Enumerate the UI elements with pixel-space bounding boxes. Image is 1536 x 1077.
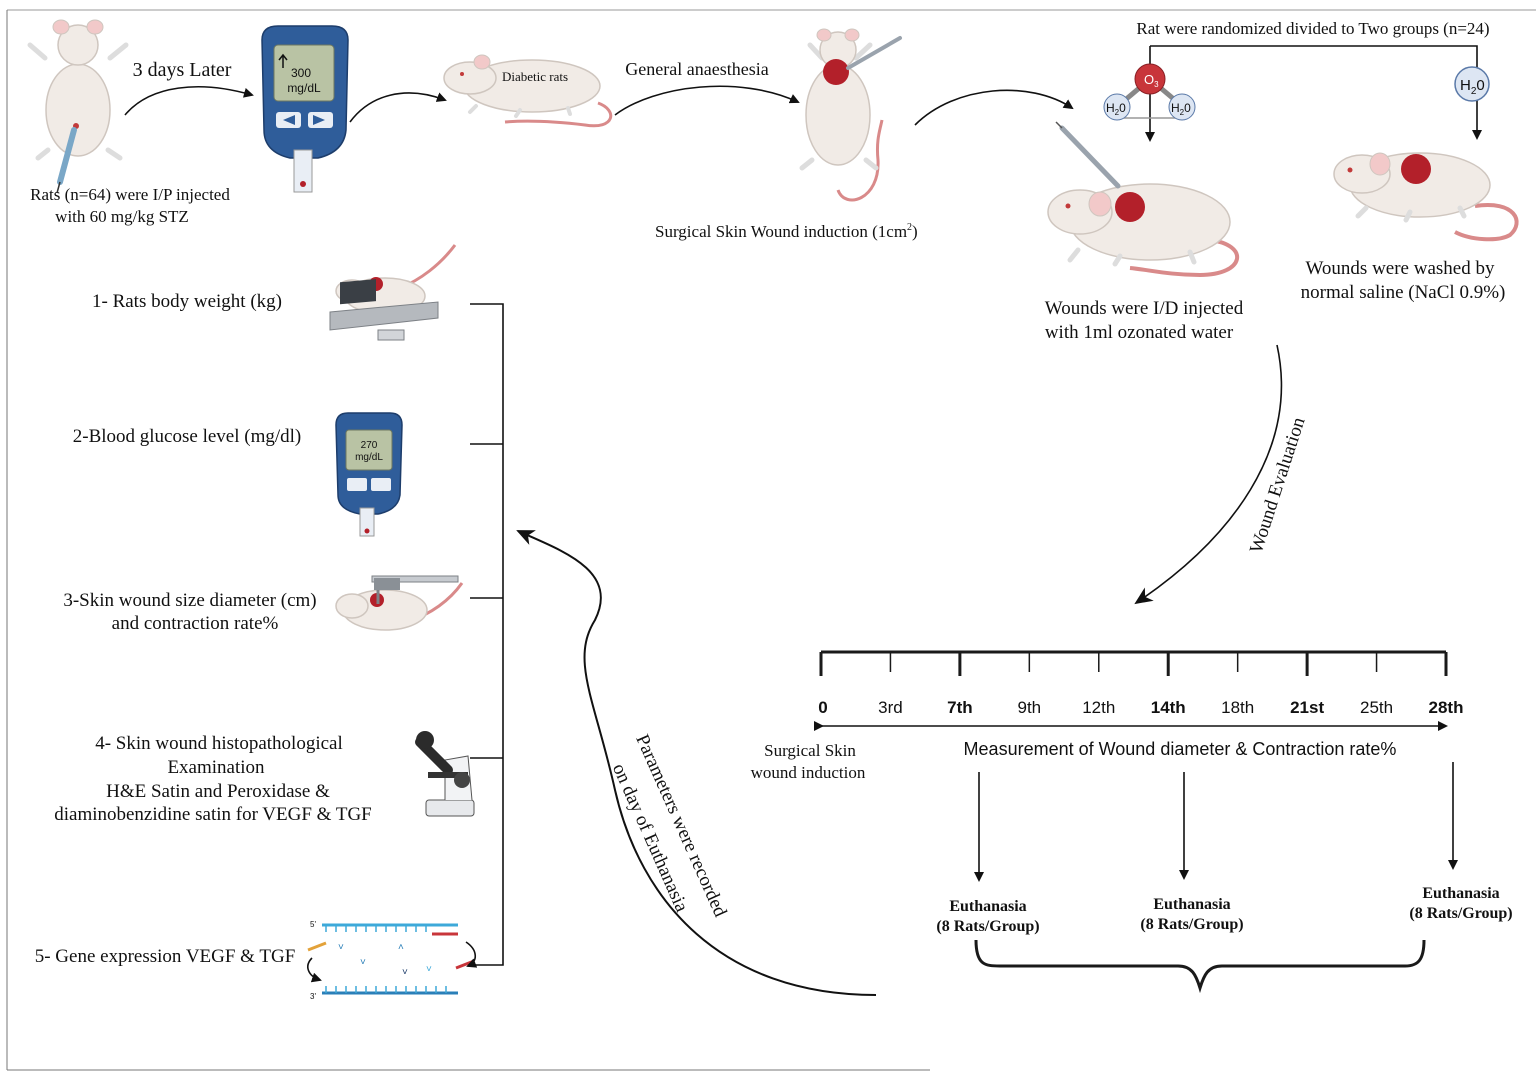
water-label-right-base: H: [1171, 101, 1180, 115]
euthanasia-group-3: (8 Rats/Group): [1409, 905, 1512, 922]
wound-induction-text: Surgical Skin Wound induction (1cm: [655, 222, 907, 241]
saline-caption-line-2: normal saline (NaCl 0.9%): [1301, 282, 1506, 303]
ozonated-caption-line-2: with 1ml ozonated water: [1045, 322, 1234, 343]
wound-evaluation-arrow: [1134, 344, 1283, 605]
svg-text:˄: ˄: [398, 942, 404, 953]
measurement-label: Measurement of Wound diameter & Contract…: [964, 739, 1397, 759]
water-label-saline-sub: 2: [1471, 86, 1477, 97]
diabetic-rats-label: Diabetic rats: [502, 69, 568, 84]
timeline-day-label: 3rd: [878, 698, 903, 717]
parameters-recorded-arrow: [516, 530, 877, 996]
timeline-day-label: 21st: [1290, 698, 1324, 717]
stz-injected-rat-illustration: [27, 19, 129, 194]
glucometer-small-unit: mg/dL: [355, 452, 383, 463]
euthanasia-brace: [974, 939, 1426, 994]
parameter-2-line-1: 2-Blood glucose level (mg/dl): [73, 426, 301, 447]
delay-label: 3 days Later: [133, 59, 232, 81]
water-label-left: H20: [1106, 101, 1126, 117]
timeline-start-label-line-2: wound induction: [751, 763, 866, 782]
water-label-left-sub: 2: [1115, 108, 1120, 117]
ozonated-caption-line-1: Wounds were I/D injected: [1045, 298, 1244, 319]
arrow-to-diabetic-rats: [349, 92, 447, 123]
ozonated-water-rat-illustration: [1047, 121, 1240, 278]
parameters-bracket: [470, 303, 504, 966]
water-label-right: H20: [1171, 101, 1191, 117]
ozone-label-base: O: [1144, 72, 1154, 87]
glucometer-small-icon: [335, 412, 403, 537]
svg-text:˅: ˅: [338, 942, 344, 953]
water-label-left-tail: 0: [1119, 101, 1126, 115]
timeline-start-label-line-1: Surgical Skin: [764, 741, 856, 760]
arrow-to-anaesthesia: [614, 85, 800, 116]
ozone-label: O3: [1144, 72, 1159, 89]
glucometer-value: 300: [291, 66, 311, 80]
diabetic-rat-illustration: [443, 54, 613, 128]
ozone-molecule-icon: [1103, 63, 1196, 121]
stz-caption-line-1: Rats (n=64) were I/P injected: [30, 185, 230, 204]
saline-rat-illustration: [1333, 152, 1519, 242]
timeline-day-label: 0: [818, 698, 827, 717]
arrow-to-randomization: [914, 89, 1074, 126]
svg-text:˅: ˅: [402, 967, 408, 978]
svg-text:˅: ˅: [426, 964, 432, 975]
randomization-label: Rat were randomized divided to Two group…: [1136, 19, 1489, 38]
saline-caption-line-1: Wounds were washed by: [1306, 258, 1495, 279]
timeline-day-label: 12th: [1082, 698, 1115, 717]
wound-induction-label: Surgical Skin Wound induction (1cm2): [655, 222, 918, 241]
stz-caption-line-2: with 60 mg/kg STZ: [55, 207, 189, 226]
wound-induction-close: ): [912, 222, 918, 241]
parameter-3-line-1: 3-Skin wound size diameter (cm): [63, 590, 316, 611]
euthanasia-group-1: (8 Rats/Group): [936, 918, 1039, 935]
water-label-saline-base: H: [1460, 77, 1471, 94]
weighing-scale-icon: [329, 244, 457, 341]
parameter-3-line-2: and contraction rate%: [112, 613, 279, 634]
euthanasia-title-1: Euthanasia: [949, 898, 1026, 915]
anaesthesia-label: General anaesthesia: [625, 59, 768, 79]
glucometer-small-value: 270: [361, 440, 378, 451]
parameter-4-line-1: 4- Skin wound histopathological: [95, 733, 343, 754]
anaesthetised-rat-illustration: [799, 28, 902, 202]
microscope-icon: [415, 731, 475, 817]
wound-evaluation-label: Wound Evaluation: [1246, 414, 1310, 556]
ozone-label-sub: 3: [1154, 80, 1159, 89]
water-label-left-base: H: [1106, 101, 1115, 115]
euthanasia-title-2: Euthanasia: [1153, 896, 1230, 913]
water-molecule-icon: [1454, 66, 1490, 102]
arrow-to-glucometer: [124, 86, 254, 116]
water-label-saline-tail: 0: [1476, 77, 1484, 94]
glucometer-icon: [261, 25, 349, 193]
euthanasia-title-3: Euthanasia: [1422, 885, 1499, 902]
timeline: 0 3rd 7th 9th 12th 14th 18th 21st 25th 28th: [818, 650, 1464, 717]
euthanasia-group-2: (8 Rats/Group): [1140, 916, 1243, 933]
water-label-saline: H20: [1460, 77, 1485, 97]
parameter-5-line-1: 5- Gene expression VEGF & TGF: [35, 946, 296, 967]
water-label-right-tail: 0: [1184, 101, 1191, 115]
dna-three-prime-label: 3': [310, 992, 316, 1001]
water-label-right-sub: 2: [1180, 108, 1185, 117]
caliper-rat-icon: [335, 575, 464, 631]
dna-strand-icon: ˅ ˄ ˅ ˅ ˅: [307, 923, 478, 995]
glucometer-unit: mg/dL: [287, 81, 321, 95]
timeline-day-label: 18th: [1221, 698, 1254, 717]
parameter-4-line-2: Examination: [167, 757, 265, 778]
timeline-day-label: 7th: [947, 698, 973, 717]
parameter-1-line-1: 1- Rats body weight (kg): [92, 291, 282, 312]
svg-text:˅: ˅: [360, 957, 366, 968]
timeline-day-label: 25th: [1360, 698, 1393, 717]
parameter-4-line-3: H&E Satin and Peroxidase &: [106, 781, 330, 802]
wound-induction-superscript: 2: [907, 222, 912, 233]
parameter-4-line-4: diaminobenzidine satin for VEGF & TGF: [54, 804, 372, 825]
timeline-day-label: 14th: [1151, 698, 1186, 717]
timeline-day-label: 28th: [1429, 698, 1464, 717]
dna-five-prime-label: 5': [310, 920, 316, 929]
timeline-day-label: 9th: [1018, 698, 1042, 717]
randomization-bracket: [1150, 45, 1482, 140]
